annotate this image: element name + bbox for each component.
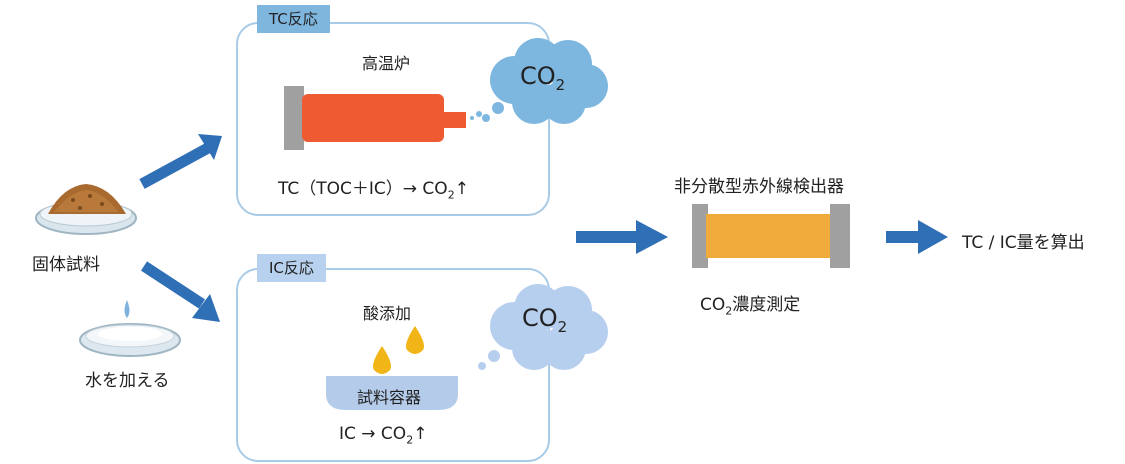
co2-concentration-label: CO2濃度測定	[700, 295, 801, 318]
acid-drop-left-icon	[373, 346, 391, 374]
arrow-to-detector	[576, 220, 668, 254]
result-label: TC / IC量を算出	[962, 233, 1085, 253]
ic-equation: IC → CO2↑	[339, 424, 428, 447]
tc-co2-cloud	[482, 38, 608, 124]
detector-illustration	[692, 204, 850, 268]
sample-container-label: 試料容器	[357, 388, 422, 407]
detector-title: 非分散型赤外線検出器	[674, 177, 844, 197]
ic-reaction-box	[236, 268, 550, 462]
add-water-label: 水を加える	[85, 371, 170, 391]
furnace-label: 高温炉	[362, 54, 411, 73]
ic-co2-label: CO2	[522, 304, 568, 336]
furnace-illustration	[284, 86, 482, 150]
arrow-to-result	[886, 220, 948, 254]
acid-drop-right-icon	[406, 326, 424, 354]
tc-equation: TC（TOC＋IC）→ CO2↑	[278, 179, 469, 202]
solid-sample-label: 固体試料	[32, 255, 100, 275]
tc-reaction-tab: TC反応	[257, 5, 330, 33]
ic-reaction-tab: IC反応	[257, 254, 326, 282]
arrow-to-tc	[139, 134, 222, 189]
arrow-to-ic	[140, 261, 220, 322]
ic-co2-cloud	[478, 284, 608, 370]
acid-addition-label: 酸添加	[363, 304, 412, 323]
tc-co2-label: CO2	[520, 62, 566, 94]
water-dish-illustration	[79, 300, 181, 357]
sample-container-shape	[326, 376, 458, 410]
soil-dish-illustration	[35, 184, 137, 235]
